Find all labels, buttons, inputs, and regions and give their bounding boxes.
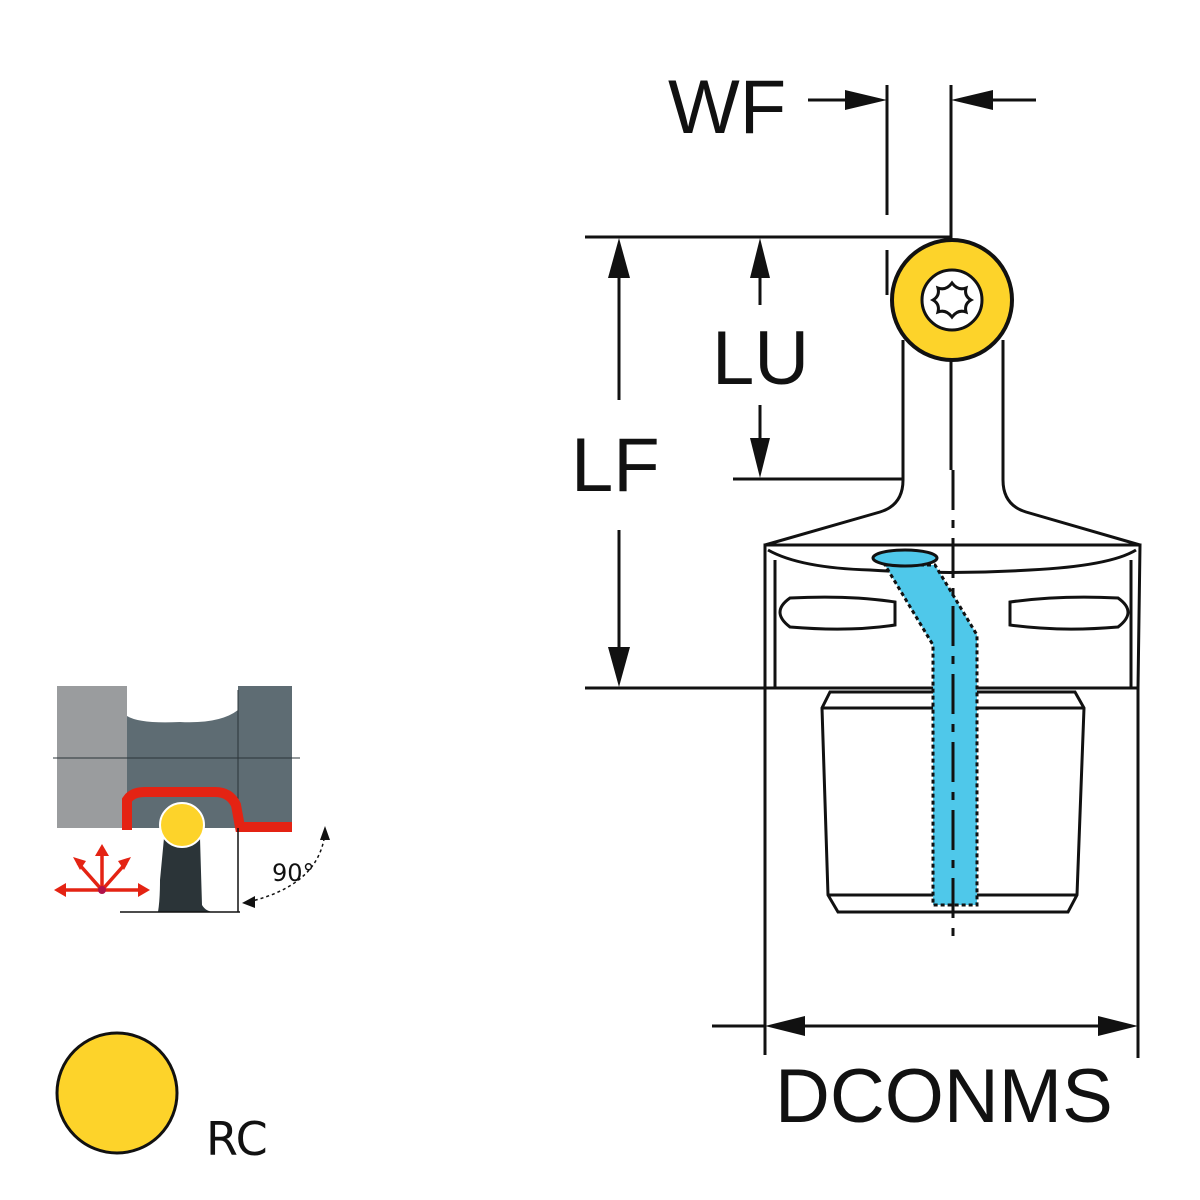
- left-slot: [778, 595, 897, 631]
- lu-arrow-top: [750, 238, 770, 278]
- lf-arrow-top: [608, 238, 630, 278]
- machined-profile: [122, 787, 292, 832]
- wf-arrow-right: [951, 90, 993, 110]
- dconms-dimension: [712, 688, 1140, 1058]
- torx-icon: [929, 280, 975, 320]
- wf-label: WF: [668, 65, 786, 150]
- dconms-label: DCONMS: [775, 1054, 1113, 1139]
- coolant-outlet: [871, 548, 939, 568]
- icon-insert: [159, 802, 205, 848]
- application-icon: 90°: [53, 686, 330, 913]
- lf-label: LF: [571, 423, 660, 508]
- workpiece-left-block: [57, 686, 127, 828]
- lu-arrow-bottom: [750, 438, 770, 478]
- icon-tool-shank: [158, 838, 215, 912]
- lu-label: LU: [712, 316, 809, 401]
- right-slot: [1008, 595, 1130, 631]
- dconms-arrow-right: [1098, 1016, 1138, 1036]
- angle-arc: [247, 831, 326, 903]
- feed-direction-arrows: [54, 844, 150, 897]
- feed-origin-dot: [98, 886, 106, 894]
- tool-neck: [764, 340, 1141, 547]
- wf-arrow-left: [845, 90, 887, 110]
- angle-label: 90°: [272, 859, 315, 887]
- dconms-arrow-left: [765, 1016, 805, 1036]
- rc-insert-shape-icon: [55, 1031, 179, 1155]
- workpiece-groove-block: [127, 686, 292, 828]
- rc-label: RC: [206, 1112, 268, 1166]
- head-chamfer-curve: [767, 548, 1137, 574]
- lf-arrow-bottom: [608, 647, 630, 687]
